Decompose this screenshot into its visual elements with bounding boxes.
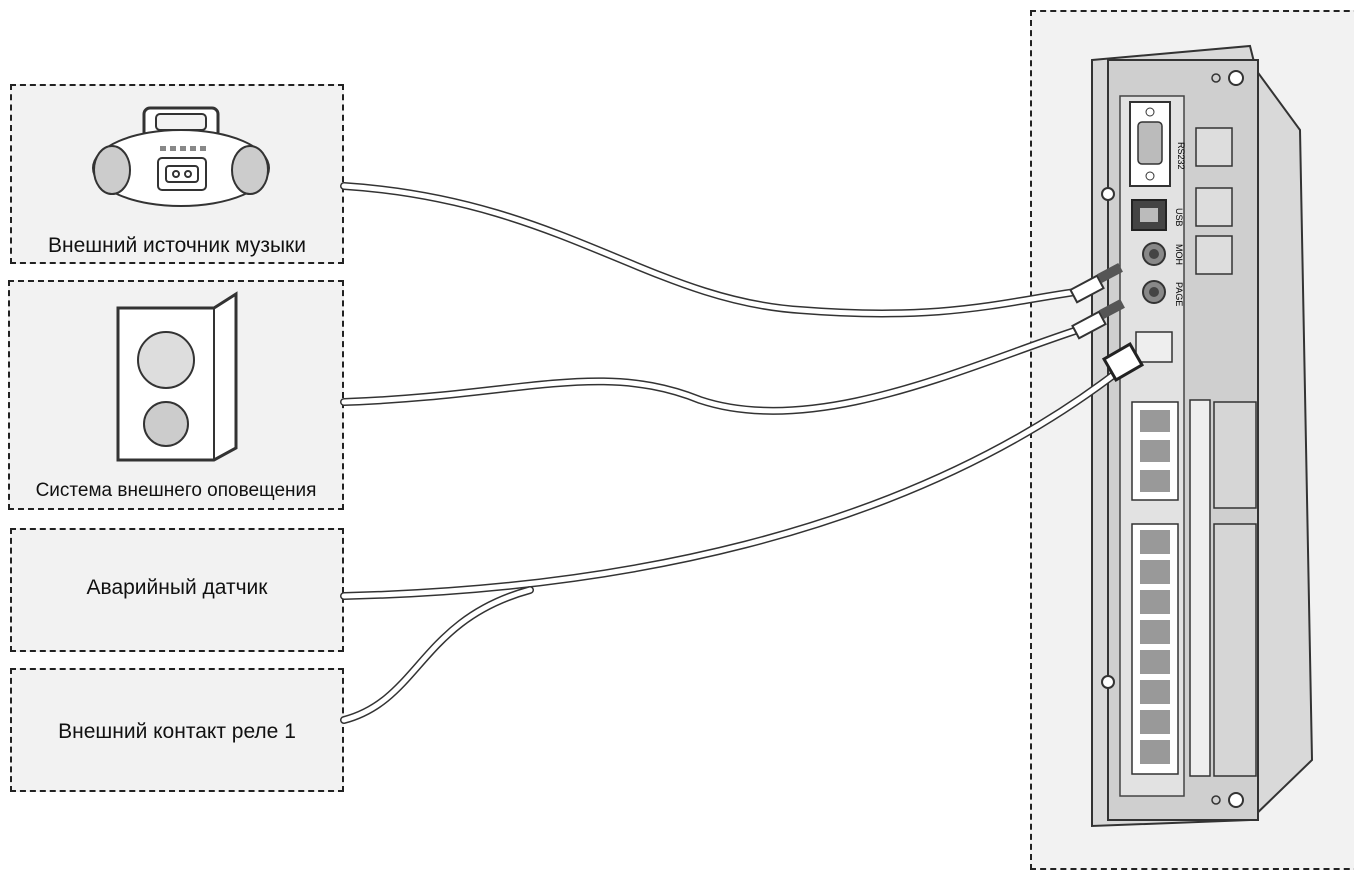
usb-port-label: USB <box>1174 208 1184 227</box>
cable-paging <box>340 322 1094 415</box>
relay-contact-panel: Внешний контакт реле 1 <box>10 668 344 792</box>
alarm-sensor-panel: Аварийный датчик <box>10 528 344 652</box>
rs232-port-label: RS232 <box>1176 142 1186 170</box>
boombox-icon <box>92 106 270 207</box>
moh-plug-icon <box>1069 262 1123 304</box>
moh-port-label: MOH <box>1174 244 1184 265</box>
music-source-label: Внешний источник музыки <box>48 234 306 257</box>
alarm-sensor-label: Аварийный датчик <box>86 576 268 599</box>
relay-contact-label: Внешний контакт реле 1 <box>58 720 296 743</box>
music-source-panel: Внешний источник музыки <box>10 84 344 264</box>
paging-system-label: Система внешнего оповещения <box>35 480 317 501</box>
paging-system-panel: Система внешнего оповещения <box>8 280 344 510</box>
page-plug-icon <box>1071 298 1125 340</box>
pbx-unit-icon: RS232 USB MOH PAGE <box>340 44 1314 828</box>
speaker-icon <box>116 291 238 462</box>
rj-plug-icon <box>1101 342 1145 382</box>
cable-relay <box>340 586 534 724</box>
page-port-label: PAGE <box>1174 282 1184 306</box>
